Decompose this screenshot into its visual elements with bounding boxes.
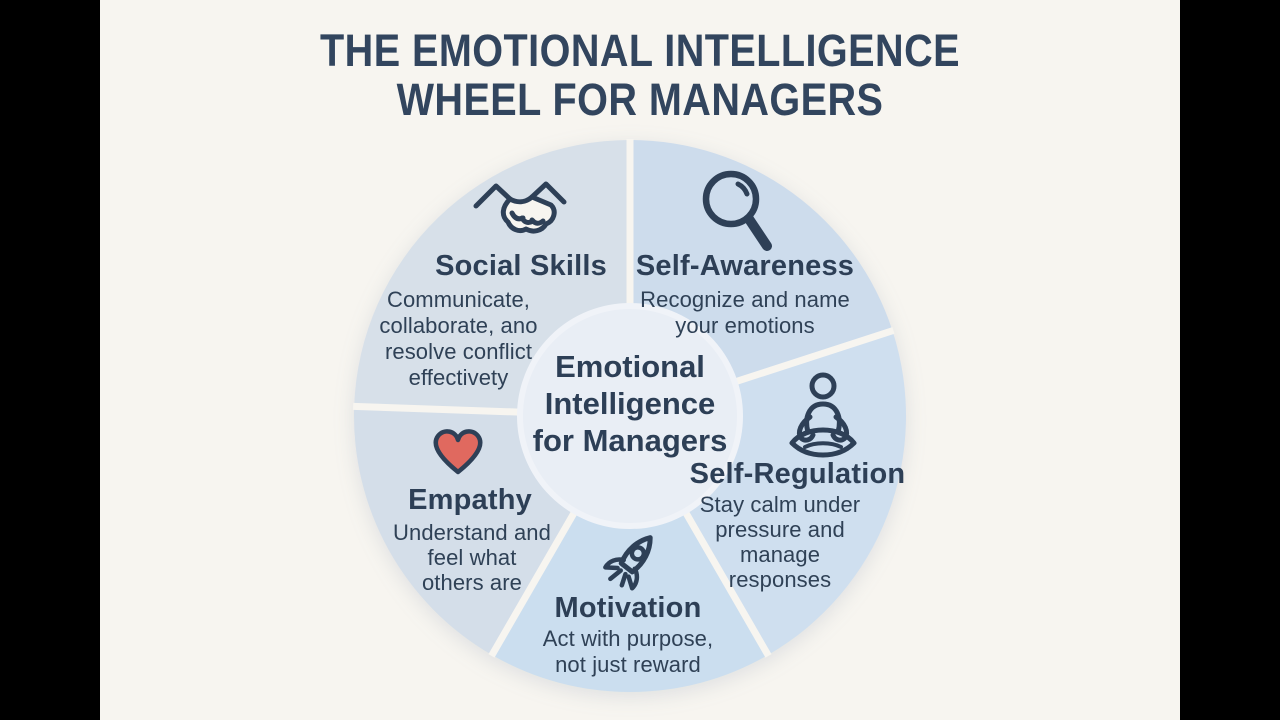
page-title-line2: WHEEL FOR MANAGERS (396, 74, 884, 125)
desc-line: feel what (427, 545, 517, 570)
self-awareness-title: Self-Awareness (635, 250, 855, 282)
empathy-title: Empathy (408, 484, 532, 516)
motivation-desc: Act with purpose, not just reward (500, 626, 756, 678)
center-line: for Managers (532, 423, 728, 458)
page-title-line1: THE EMOTIONAL INTELLIGENCE (320, 25, 960, 76)
wheel-center-label: Emotional Intelligence for Managers (500, 348, 760, 459)
desc-line: manage (739, 542, 821, 567)
desc-line: collaborate, ano (379, 313, 538, 338)
wheel-hub (517, 303, 743, 529)
desc-line: Communicate, (386, 287, 531, 312)
self-awareness-desc: Recognize and name your emotions (610, 287, 880, 339)
desc-line: Understand and (393, 520, 551, 545)
desc-line: Recognize and name (640, 287, 850, 312)
meditation-icon (777, 372, 869, 468)
desc-line: Act with purpose, (542, 626, 714, 651)
page-title: THE EMOTIONAL INTELLIGENCE WHEEL FOR MAN… (165, 26, 1115, 124)
desc-line: resolve conflict (384, 339, 533, 364)
social-skills-desc: Communicate, collaborate, ano resolve co… (336, 287, 581, 391)
social-skills-title: Social Skills (435, 250, 607, 282)
desc-line: not just reward (555, 652, 701, 677)
center-line: Emotional (555, 349, 705, 384)
desc-line: pressure and (715, 517, 845, 542)
desc-line: effectivety (408, 365, 509, 390)
empathy-desc: Understand and feel what others are (350, 520, 594, 595)
magnifier-icon (695, 167, 779, 259)
heart-icon (429, 425, 487, 477)
rocket-icon (590, 524, 666, 608)
desc-line: Stay calm under (699, 492, 861, 517)
center-line: Intelligence (544, 386, 716, 421)
desc-line: others are (421, 570, 523, 595)
desc-line: responses (728, 567, 832, 592)
self-regulation-title: Self-Regulation (689, 458, 906, 490)
desc-line: your emotions (675, 313, 815, 338)
motivation-title: Motivation (554, 592, 702, 624)
self-regulation-desc: Stay calm under pressure and manage resp… (655, 492, 905, 592)
handshake-icon (472, 176, 568, 254)
